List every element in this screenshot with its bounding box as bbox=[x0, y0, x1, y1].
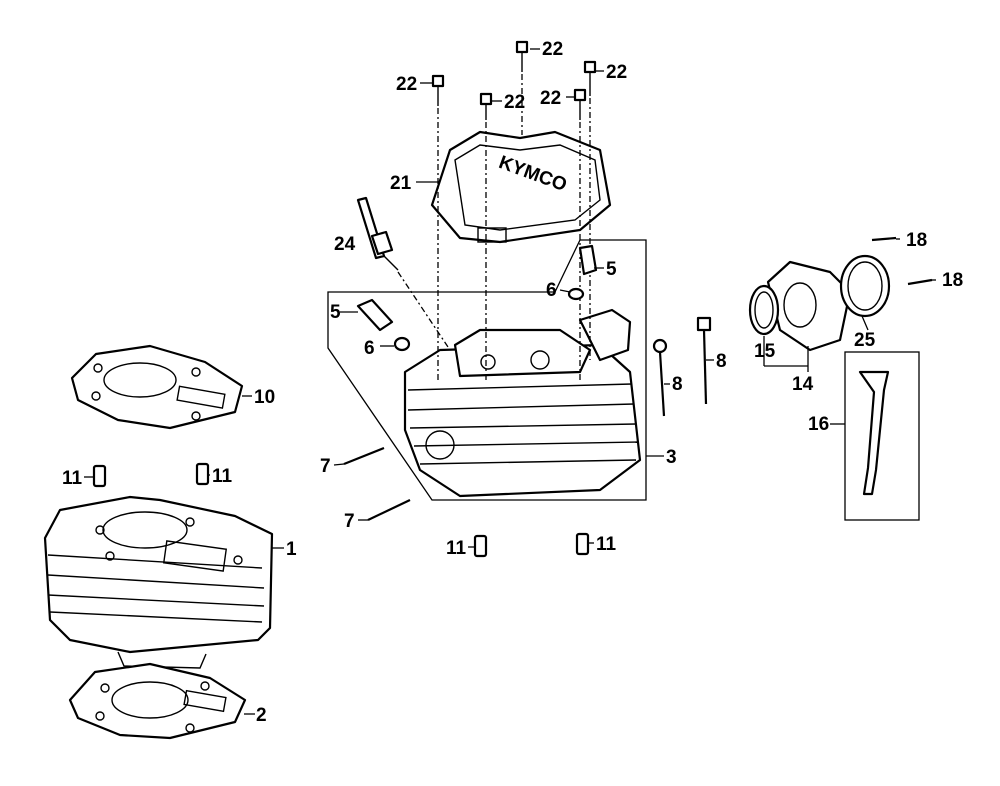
callout-8-right: 8 bbox=[716, 351, 727, 372]
callout-10: 10 bbox=[254, 387, 275, 408]
cover-bolts bbox=[431, 40, 597, 120]
intake-manifold bbox=[748, 236, 933, 352]
callout-24: 24 bbox=[334, 234, 356, 255]
callout-3: 3 bbox=[666, 447, 677, 468]
callout-8-left: 8 bbox=[672, 374, 683, 395]
callout-14: 14 bbox=[792, 374, 814, 395]
head-group-frame bbox=[327, 239, 647, 501]
studs-and-bolts bbox=[343, 316, 712, 521]
callout-arrows bbox=[84, 48, 936, 548]
callout-6-left: 6 bbox=[364, 338, 375, 359]
callout-18-lower: 18 bbox=[942, 270, 963, 291]
callout-22-mid: 22 bbox=[504, 92, 525, 113]
cylinder-head bbox=[403, 308, 642, 498]
callout-6-right: 6 bbox=[546, 280, 557, 301]
callout-2: 2 bbox=[256, 705, 267, 726]
callout-11-d: 11 bbox=[596, 534, 617, 555]
callout-22-top: 22 bbox=[542, 39, 563, 60]
head-gasket bbox=[70, 344, 244, 430]
callout-1: 1 bbox=[286, 539, 297, 560]
callout-7-upper: 7 bbox=[320, 456, 331, 477]
callout-18-upper: 18 bbox=[906, 230, 927, 251]
callout-7-lower: 7 bbox=[344, 511, 355, 532]
callout-11-a: 11 bbox=[62, 468, 83, 489]
callout-22-inner: 22 bbox=[540, 88, 561, 109]
callout-labels: 1 2 3 5 5 6 6 7 7 8 8 10 11 11 11 11 14 … bbox=[62, 39, 963, 726]
callout-11-b: 11 bbox=[212, 466, 233, 487]
callout-22-left: 22 bbox=[396, 74, 417, 95]
leader-lines bbox=[242, 181, 869, 715]
cylinder-block bbox=[43, 495, 274, 669]
callout-21: 21 bbox=[390, 173, 412, 194]
head-cover: KYMCO bbox=[430, 130, 612, 244]
callout-5-left: 5 bbox=[330, 302, 341, 323]
base-gasket bbox=[68, 662, 247, 740]
callout-22-right: 22 bbox=[606, 62, 627, 83]
callout-15: 15 bbox=[754, 341, 776, 362]
callout-25: 25 bbox=[854, 330, 876, 351]
callout-5-right: 5 bbox=[606, 259, 617, 280]
callout-16: 16 bbox=[808, 414, 829, 435]
callout-11-c: 11 bbox=[446, 538, 467, 559]
hose bbox=[844, 351, 920, 521]
valve-guides bbox=[356, 244, 598, 352]
spark-plug bbox=[356, 196, 451, 351]
dowel-pins bbox=[92, 462, 590, 558]
